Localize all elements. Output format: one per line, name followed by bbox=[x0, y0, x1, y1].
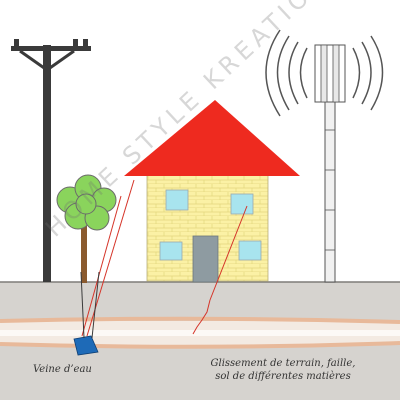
power-pole-icon bbox=[11, 39, 91, 282]
caption-landslide: Glissement de terrain, faille, sol de di… bbox=[198, 357, 368, 383]
caption-landslide-line2: sol de différentes matières bbox=[215, 371, 351, 382]
ground bbox=[0, 281, 400, 400]
caption-landslide-line1: Glissement de terrain, faille, bbox=[210, 358, 356, 369]
house-icon bbox=[124, 100, 300, 283]
tree-icon bbox=[56, 174, 117, 283]
cell-tower-icon bbox=[265, 29, 384, 283]
energy-rays bbox=[80, 179, 248, 339]
water-vein-icon bbox=[73, 335, 99, 356]
caption-water-vein: Veine d’eau bbox=[33, 364, 92, 375]
